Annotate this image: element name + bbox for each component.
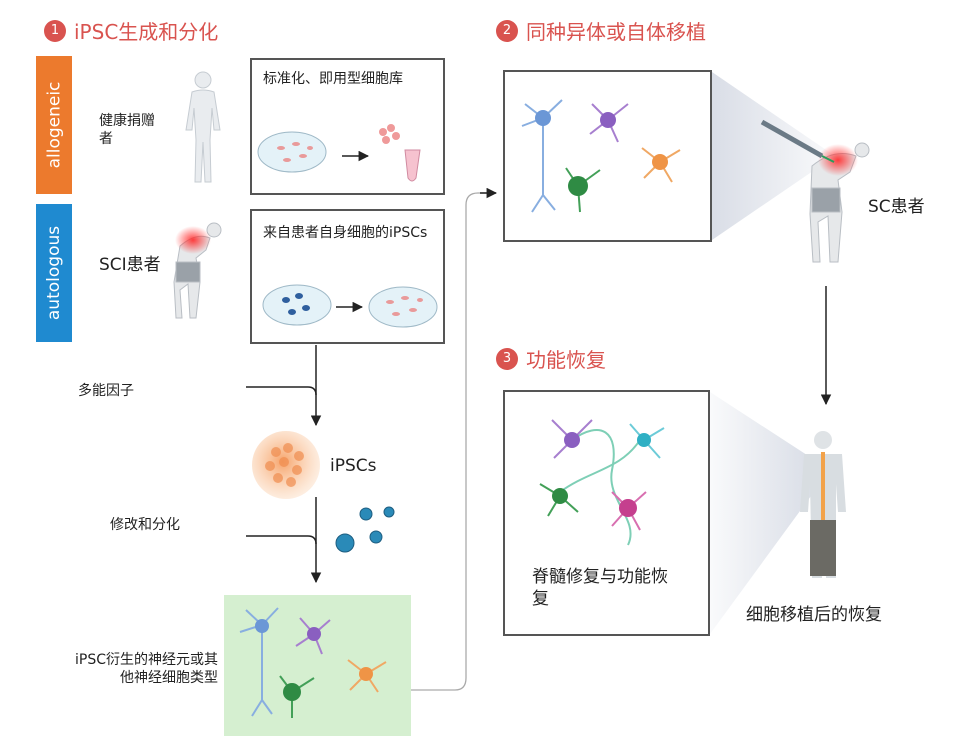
transplant-neurons <box>521 99 681 213</box>
syringe-icon <box>760 119 835 163</box>
cell-bank-label: 标准化、即用型细胞库 <box>263 71 403 87</box>
autologous-tab: autologous <box>36 204 72 342</box>
derived-cells-label: iPSC衍生的神经元或其他神经细胞类型 <box>75 652 218 686</box>
pluripotency-line <box>246 386 317 396</box>
magnify-beam-top <box>712 72 835 240</box>
repair-neurons <box>539 419 665 546</box>
pluripotency-factor-label: 多能因子 <box>78 383 134 399</box>
recovered-person-figure <box>800 431 846 578</box>
step-2-number: 2 <box>496 19 518 42</box>
repair-label: 脊髓修复与功能恢复 <box>532 567 668 609</box>
step-1-number: 1 <box>44 19 66 42</box>
ipsc-dish-left <box>262 284 332 326</box>
step-1-title: iPSC生成和分化 <box>74 20 219 44</box>
step-3-number: 3 <box>496 347 518 370</box>
sc-injury-glow <box>818 144 858 176</box>
cell-vial <box>404 149 421 182</box>
cell-cluster <box>379 124 400 144</box>
transplant-box <box>503 70 712 242</box>
sc-patient-figure <box>809 142 870 263</box>
magnify-beam-bottom <box>710 392 830 634</box>
patient-ipsc-label: 来自患者自身细胞的iPSCs <box>263 225 428 241</box>
sc-patient-label: SC患者 <box>868 197 925 217</box>
sci-patient-label: SCI患者 <box>99 255 161 275</box>
cell-bank-dish <box>257 131 327 173</box>
repair-box <box>503 390 710 636</box>
healthy-donor-label: 健康捐赠者 <box>99 113 155 147</box>
allogeneic-tab: allogeneic <box>36 56 72 194</box>
connector-line <box>411 192 493 691</box>
step-2-title: 同种异体或自体移植 <box>526 20 706 44</box>
step-3-header: 3 功能恢复 <box>496 344 606 373</box>
modify-differentiate-label: 修改和分化 <box>110 517 180 533</box>
modify-line <box>246 535 317 545</box>
viral-vectors <box>335 506 395 553</box>
step-1-header: 1 iPSC生成和分化 <box>44 16 218 45</box>
step-3-title: 功能恢复 <box>526 348 606 372</box>
step-2-header: 2 同种异体或自体移植 <box>496 16 706 45</box>
healthy-donor-figure <box>185 71 221 183</box>
recovery-label: 细胞移植后的恢复 <box>746 605 882 625</box>
sci-injury-glow <box>175 226 211 254</box>
derived-neurons <box>239 607 387 718</box>
ipsc-dish-right <box>368 286 438 328</box>
ipscs-label: iPSCs <box>330 456 377 476</box>
